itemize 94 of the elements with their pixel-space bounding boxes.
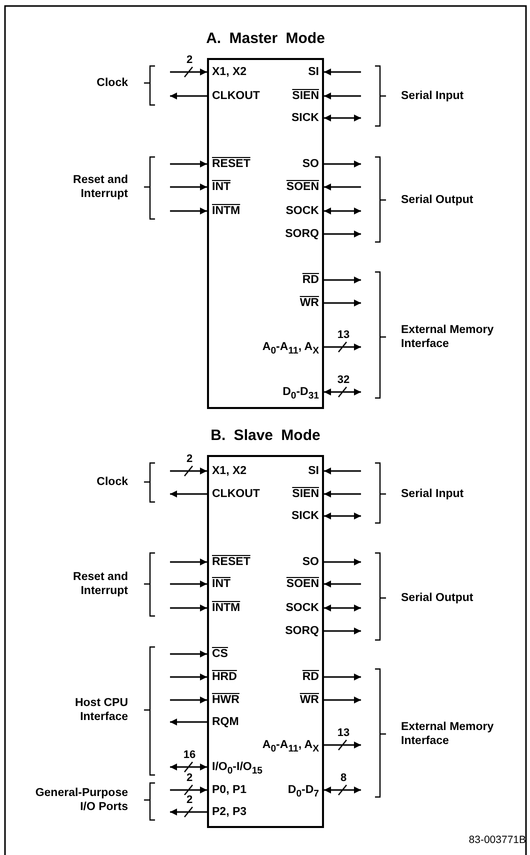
signal-arrow xyxy=(324,344,361,350)
signal-arrow xyxy=(170,468,207,474)
pin-name: A$_{0}$-A$_{11}$, A$_{X}$ xyxy=(262,738,322,752)
signal-arrow xyxy=(324,468,361,474)
signal-arrow xyxy=(324,786,361,794)
pin-name: SO xyxy=(302,157,322,171)
signal-arrow xyxy=(324,388,361,396)
mode-heading: A. Master Mode xyxy=(205,30,326,47)
pin-name: CLKOUT xyxy=(209,487,260,501)
pin-name: CS xyxy=(209,647,228,661)
pin-name: SIEN xyxy=(292,89,322,103)
signal-arrow xyxy=(324,628,361,634)
signal-arrow xyxy=(170,650,207,658)
pin-name: D$_{0}$-D$_{7}$ xyxy=(288,783,322,797)
signal-arrow xyxy=(170,92,207,100)
mode-heading: B. Slave Mode xyxy=(210,427,322,444)
pin-name: INTM xyxy=(209,601,240,615)
signal-group-label: Clock xyxy=(96,475,128,489)
signal-arrow xyxy=(170,674,207,680)
pin-name: D$_{0}$-D$_{31}$ xyxy=(282,385,322,399)
signal-arrow xyxy=(324,674,361,680)
pin-name: INTM xyxy=(209,204,240,218)
pin-name: SI xyxy=(308,65,322,79)
signal-group-label: Reset and Interrupt xyxy=(72,570,128,598)
pin-name: A$_{0}$-A$_{11}$, A$_{X}$ xyxy=(262,340,322,354)
signal-group-label: Serial Output xyxy=(401,193,474,207)
pin-name: HWR xyxy=(209,693,240,707)
signal-arrow xyxy=(170,604,207,612)
pin-name: SICK xyxy=(292,111,322,125)
pin-name: WR xyxy=(300,693,322,707)
signal-arrow xyxy=(324,580,361,588)
signal-arrow xyxy=(170,580,207,588)
pin-name: SIEN xyxy=(292,487,322,501)
signal-arrow xyxy=(324,490,361,498)
pin-name: HRD xyxy=(209,670,237,684)
pin-name: RESET xyxy=(209,157,250,171)
signal-group-label: External Memory Interface xyxy=(401,323,495,351)
signal-arrow xyxy=(170,808,207,816)
signal-arrow xyxy=(324,184,361,190)
signal-group-label: Serial Input xyxy=(401,487,465,501)
signal-arrow xyxy=(170,490,207,498)
signal-arrow xyxy=(324,208,361,214)
signal-arrow xyxy=(324,604,361,612)
signal-arrow xyxy=(324,114,361,122)
signal-arrow xyxy=(170,786,207,794)
pin-name: RD xyxy=(302,670,322,684)
pin-name: SOCK xyxy=(286,204,322,218)
signal-arrow xyxy=(324,742,361,748)
pin-name: P0, P1 xyxy=(209,783,247,797)
signal-arrow xyxy=(170,718,207,726)
pin-name: WR xyxy=(300,296,322,310)
signal-group-label: Clock xyxy=(96,76,128,90)
pin-name: P2, P3 xyxy=(209,805,247,819)
signal-arrow xyxy=(170,68,207,76)
signal-arrow xyxy=(170,208,207,214)
signal-arrow xyxy=(324,276,361,284)
signal-group-label: Reset and Interrupt xyxy=(72,173,128,201)
signal-group-label: Host CPU Interface xyxy=(74,696,128,724)
pin-name: SO xyxy=(302,555,322,569)
signal-arrow xyxy=(170,696,207,704)
signal-group-label: General-Purpose I/O Ports xyxy=(34,786,128,814)
pin-name: SORQ xyxy=(285,227,322,241)
pin-name: INT xyxy=(209,577,231,591)
signal-group-label: Serial Output xyxy=(401,591,474,605)
edge-label: 32 xyxy=(334,375,352,386)
signal-arrow xyxy=(324,300,361,306)
signal-arrow xyxy=(170,558,207,566)
pin-name: SOEN xyxy=(286,577,322,591)
pin-name: RD xyxy=(302,273,322,287)
pin-name: X1, X2 xyxy=(209,464,247,478)
signal-arrow xyxy=(324,512,361,520)
pin-name: RESET xyxy=(209,555,250,569)
pin-name: INT xyxy=(209,180,231,194)
signal-arrow xyxy=(170,160,207,168)
pin-name: X1, X2 xyxy=(209,65,247,79)
pin-name: RQM xyxy=(209,715,239,729)
pin-name: SORQ xyxy=(285,624,322,638)
signal-arrow xyxy=(324,230,361,238)
signal-group-label: Serial Input xyxy=(401,89,465,103)
signal-arrow xyxy=(324,160,361,168)
signal-arrow xyxy=(324,68,361,76)
signal-arrow xyxy=(324,696,361,704)
pin-name: SOCK xyxy=(286,601,322,615)
pin-name: SI xyxy=(308,464,322,478)
signal-arrow xyxy=(170,764,207,770)
signal-arrow xyxy=(324,558,361,566)
signal-arrow xyxy=(170,184,207,190)
pin-name: CLKOUT xyxy=(209,89,260,103)
pin-name: SICK xyxy=(292,509,322,523)
pin-name: SOEN xyxy=(286,180,322,194)
signal-group-label: External Memory Interface xyxy=(401,720,495,748)
figure-number: 83-003771B xyxy=(468,833,526,847)
signal-arrow xyxy=(324,92,361,100)
pin-name: I/O$_{0}$-I/O$_{15}$ xyxy=(209,760,262,774)
